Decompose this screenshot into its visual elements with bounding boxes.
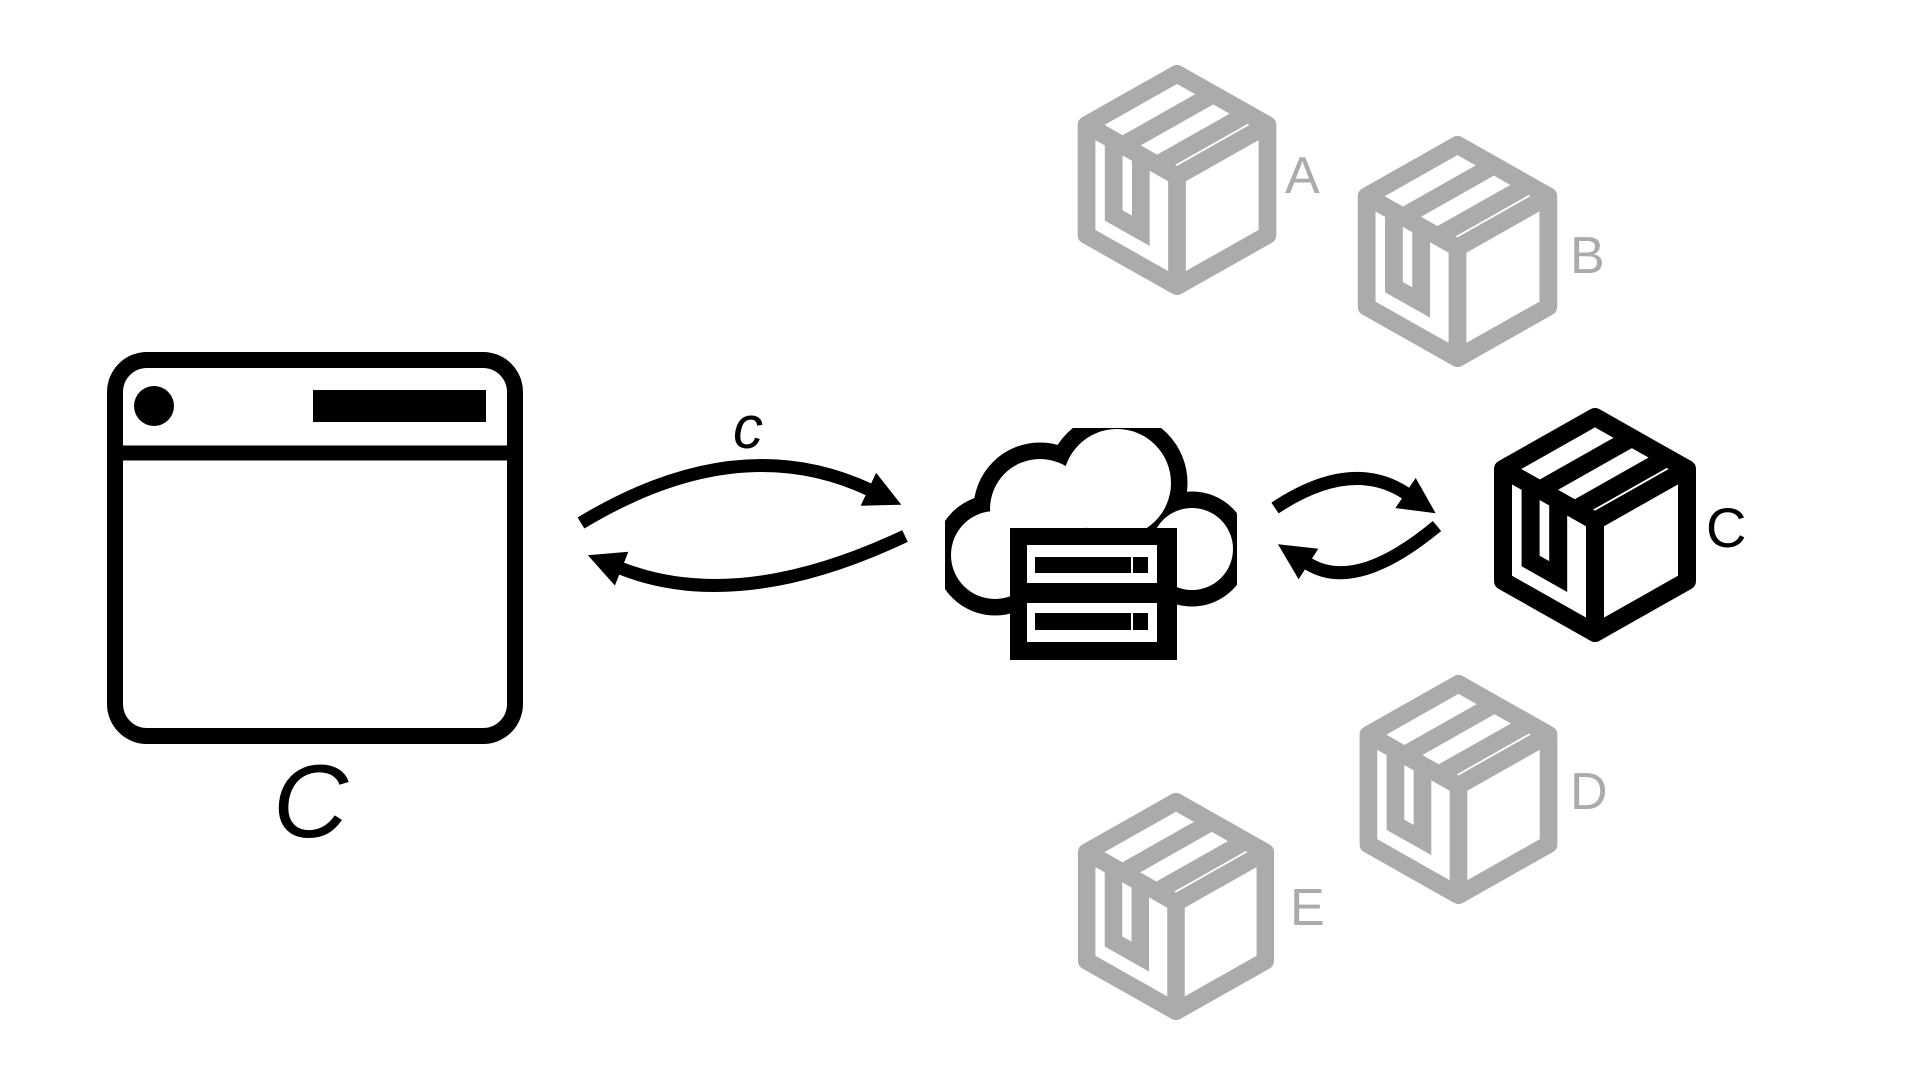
- package-label-b: B: [1570, 227, 1605, 285]
- package-icon-c: [1490, 405, 1700, 645]
- package-label-d: D: [1570, 763, 1608, 821]
- browser-tab-dot-icon: [134, 386, 174, 426]
- sync-arrows-right-icon: [1271, 472, 1442, 580]
- sync-arrows-left-icon: [577, 459, 908, 592]
- browser-address-bar-icon: [313, 390, 486, 422]
- server-rack-icon: [1010, 528, 1177, 660]
- package-label-a: A: [1285, 147, 1320, 205]
- package-label-e: E: [1290, 879, 1325, 937]
- package-icon-a: [1072, 62, 1282, 298]
- package-label-c: C: [1706, 496, 1747, 559]
- package-icon-b: [1352, 133, 1563, 370]
- cloud-server-icon: [945, 428, 1237, 660]
- browser-label: C: [272, 744, 349, 860]
- package-icon-e: [1072, 790, 1280, 1023]
- browser-window-icon: [107, 352, 523, 744]
- package-icon-d: [1355, 672, 1562, 907]
- channel-label: c: [733, 394, 763, 461]
